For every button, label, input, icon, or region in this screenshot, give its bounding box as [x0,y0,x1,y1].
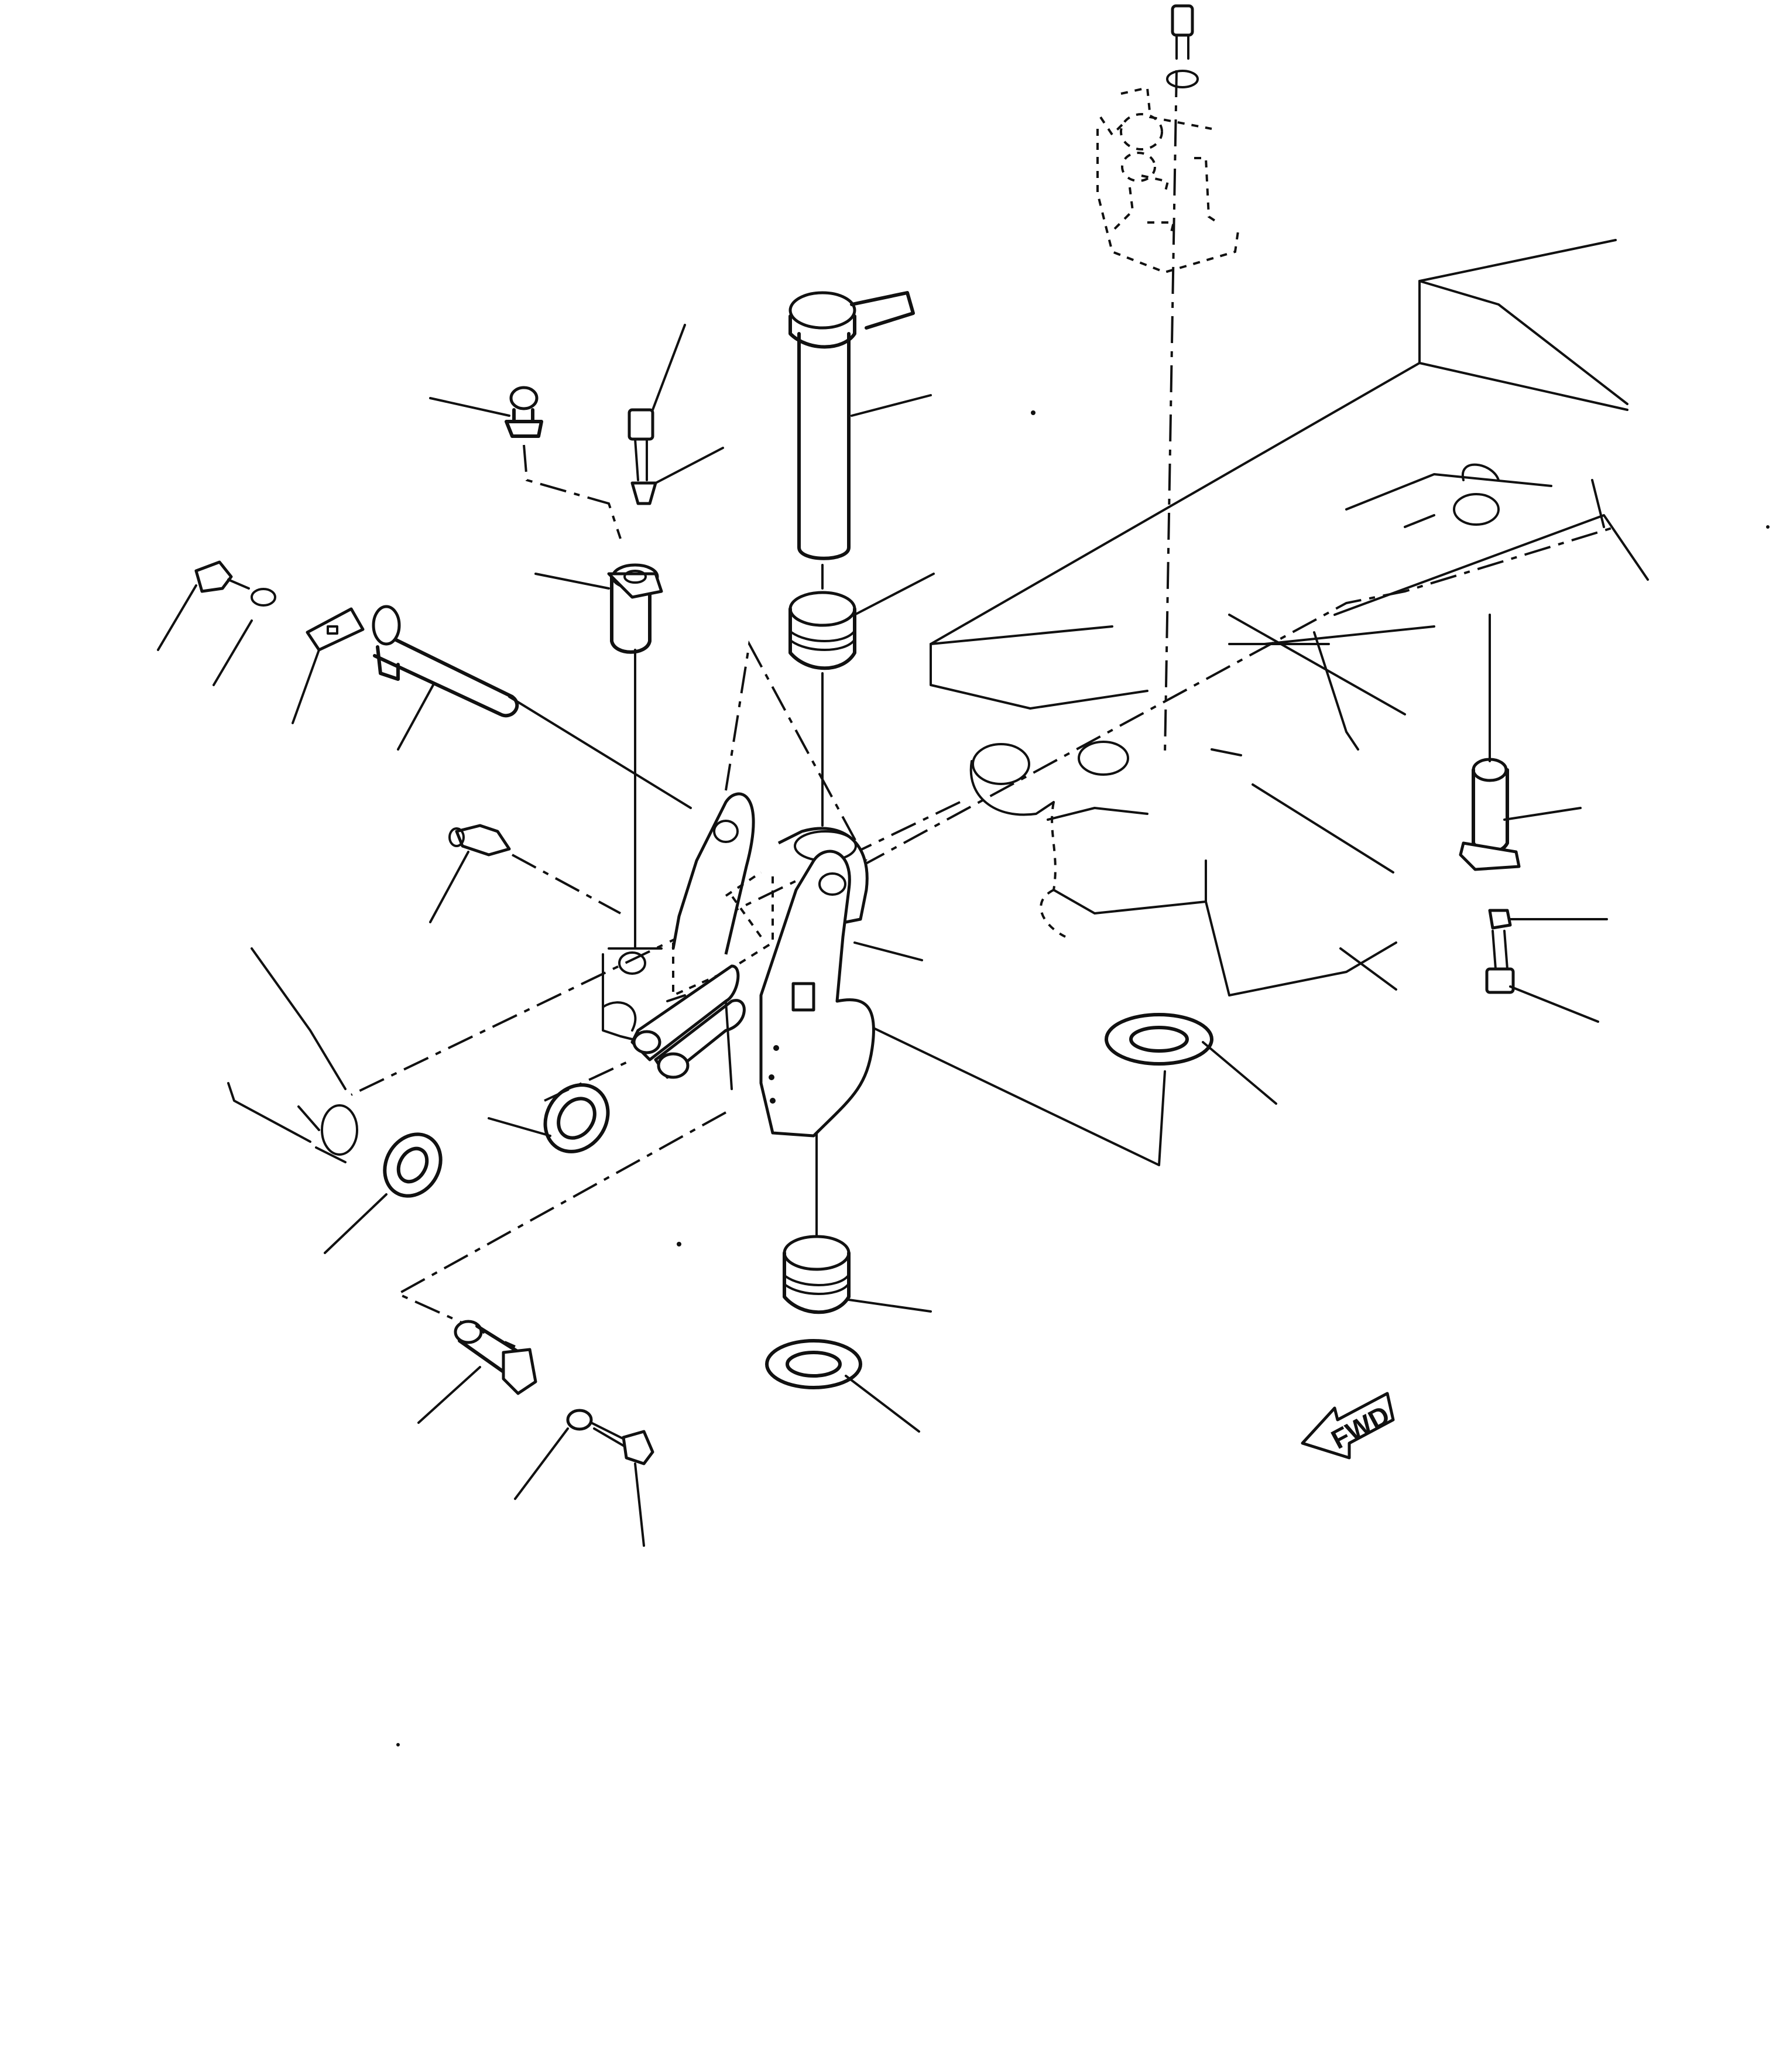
cylinder-rod-end [227,947,358,1163]
swing-bracket [602,792,875,1138]
main-frame-body [930,239,1649,996]
center-shim-washer [543,1059,633,1153]
assembly-centerlines [351,70,1616,1348]
bracket-pin [372,605,692,809]
swing-pin [788,291,915,560]
lower-bolt [566,1409,654,1465]
grease-fitting-side [448,824,621,915]
right-shim-washer [1105,1013,1213,1066]
forward-direction-marker: FWD [1301,1392,1395,1460]
side-pin [1459,614,1521,871]
lock-plate [306,607,365,652]
lower-pin [454,1320,537,1395]
lower-bushing [783,1235,851,1314]
upper-bushing [788,591,856,670]
lower-shim-washer [765,1339,862,1389]
left-bolt [194,560,276,607]
left-shim-washer [383,1132,443,1198]
valve-assembly [1096,4,1239,274]
small-pin [607,563,663,950]
side-bolt [1485,909,1515,994]
upper-pin-bolt [628,408,657,505]
scan-specks [396,410,1770,1746]
grease-fitting-upper [505,386,622,539]
leader-lines [157,324,1608,1547]
